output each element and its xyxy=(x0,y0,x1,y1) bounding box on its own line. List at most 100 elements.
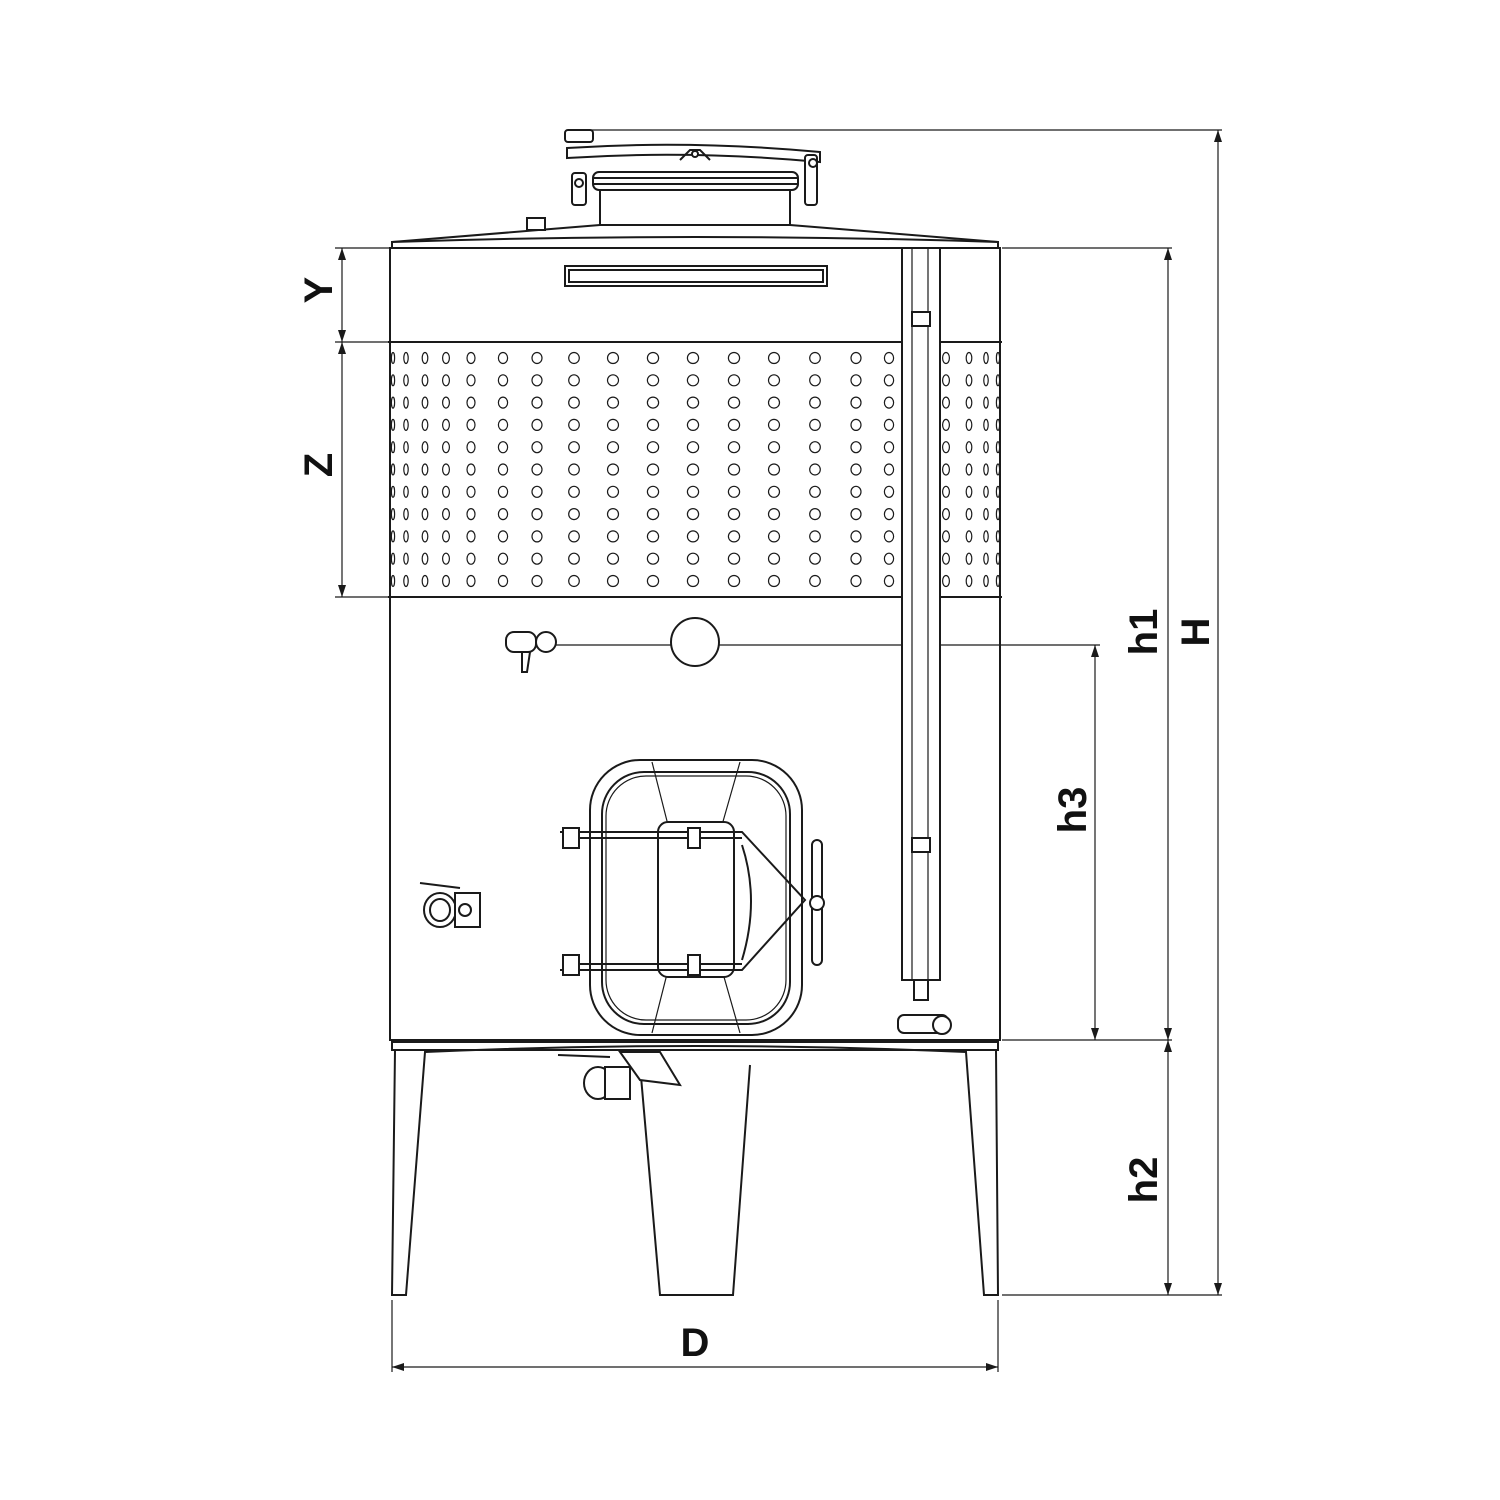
jacket-hole xyxy=(497,507,509,521)
jacket-hole xyxy=(850,574,862,588)
jacket-hole xyxy=(646,530,660,543)
jacket-hole xyxy=(995,374,1001,387)
jacket-hole xyxy=(497,485,509,498)
jacket-hole xyxy=(941,418,950,431)
jacket-hole xyxy=(850,351,862,365)
jacket-hole xyxy=(606,396,620,409)
jacket-hole xyxy=(809,485,821,498)
jacket-hole xyxy=(531,351,543,365)
jacket-hole xyxy=(442,441,451,454)
jacket-hole xyxy=(767,351,781,365)
jacket-hole xyxy=(809,351,821,365)
jacket-hole xyxy=(767,485,781,498)
jacket-hole xyxy=(941,441,950,454)
tank-stand xyxy=(390,1041,1000,1296)
jacket-hole xyxy=(941,530,950,543)
jacket-hole xyxy=(995,441,1001,454)
label-h1: h1 xyxy=(1122,609,1166,656)
jacket-hole xyxy=(497,351,509,365)
jacket-hole xyxy=(767,418,781,431)
jacket-hole xyxy=(403,396,409,409)
jacket-hole xyxy=(686,441,700,454)
jacket-hole xyxy=(390,396,396,409)
jacket-hole xyxy=(497,441,509,454)
jacket-hole xyxy=(809,418,821,431)
jacket-hole xyxy=(403,351,409,365)
jacket-hole xyxy=(568,507,580,521)
jacket-hole xyxy=(686,485,700,498)
jacket-hole xyxy=(646,507,660,521)
jacket-hole xyxy=(809,441,821,454)
jacket-hole xyxy=(568,418,580,431)
jacket-hole xyxy=(941,552,950,565)
jacket-hole xyxy=(983,351,989,365)
jacket-hole xyxy=(850,441,862,454)
jacket-hole xyxy=(606,507,620,521)
jacket-hole xyxy=(466,463,476,476)
jacket-hole xyxy=(421,507,429,521)
jacket-hole xyxy=(686,507,700,521)
jacket-hole xyxy=(421,418,429,431)
label-z: Z xyxy=(297,453,341,477)
jacket-hole xyxy=(883,552,895,565)
jacket-hole xyxy=(883,396,895,409)
jacket-hole xyxy=(497,530,509,543)
jacket-hole xyxy=(686,351,700,365)
jacket-hole xyxy=(606,374,620,387)
jacket-hole xyxy=(965,396,973,409)
jacket-hole xyxy=(965,374,973,387)
jacket-hole xyxy=(466,485,476,498)
jacket-hole xyxy=(983,574,989,588)
jacket-hole xyxy=(767,441,781,454)
jacket-hole xyxy=(531,485,543,498)
jacket-hole xyxy=(809,530,821,543)
label-h3: h3 xyxy=(1051,787,1095,834)
jacket-hole xyxy=(421,463,429,476)
jacket-hole xyxy=(403,507,409,521)
jacket-hole xyxy=(941,374,950,387)
jacket-hole xyxy=(727,530,741,543)
jacket-hole xyxy=(983,507,989,521)
jacket-hole xyxy=(421,485,429,498)
jacket-hole xyxy=(883,441,895,454)
jacket-hole xyxy=(809,374,821,387)
jacket-hole xyxy=(983,552,989,565)
jacket-hole xyxy=(941,507,950,521)
jacket-hole xyxy=(767,507,781,521)
side-ball-valve xyxy=(419,882,481,928)
jacket-hole xyxy=(568,552,580,565)
jacket-hole xyxy=(883,463,895,476)
jacket-hole xyxy=(568,485,580,498)
jacket-hole xyxy=(466,374,476,387)
jacket-hole xyxy=(390,507,396,521)
jacket-hole xyxy=(850,530,862,543)
jacket-hole xyxy=(442,351,451,365)
dimension-arrows xyxy=(338,130,1222,1371)
manhole-door xyxy=(560,759,825,1036)
jacket-hole xyxy=(686,463,700,476)
jacket-hole xyxy=(983,396,989,409)
jacket-hole xyxy=(606,351,620,365)
jacket-hole xyxy=(421,530,429,543)
jacket-hole xyxy=(883,574,895,588)
jacket-hole xyxy=(995,574,1001,588)
jacket-hole xyxy=(531,418,543,431)
jacket-hole xyxy=(646,574,660,588)
jacket-hole xyxy=(606,463,620,476)
jacket-hole xyxy=(941,396,950,409)
jacket-hole xyxy=(497,374,509,387)
jacket-hole xyxy=(442,552,451,565)
jacket-hole xyxy=(686,374,700,387)
level-indicator xyxy=(897,247,952,1035)
jacket-hole xyxy=(442,418,451,431)
jacket-hole xyxy=(421,574,429,588)
jacket-hole xyxy=(767,396,781,409)
jacket-hole xyxy=(531,396,543,409)
jacket-hole xyxy=(965,485,973,498)
jacket-hole xyxy=(686,530,700,543)
jacket-hole xyxy=(883,507,895,521)
jacket-hole xyxy=(390,374,396,387)
jacket-hole xyxy=(767,530,781,543)
jacket-hole xyxy=(850,507,862,521)
